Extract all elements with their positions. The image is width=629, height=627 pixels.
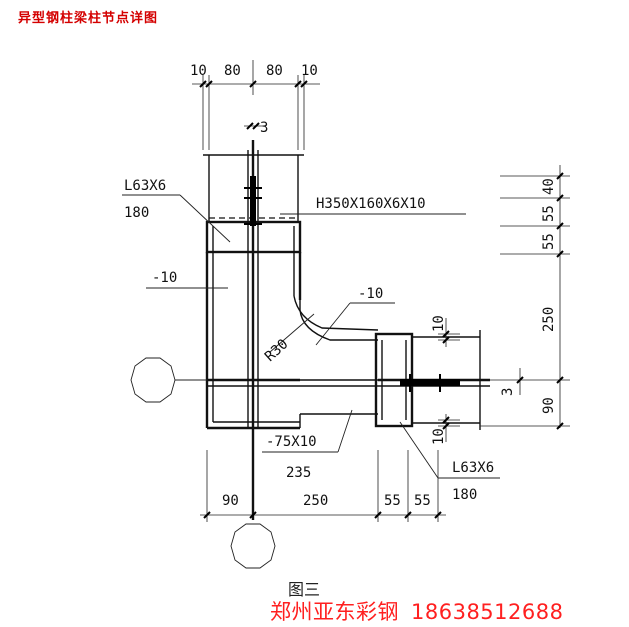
dim-bottom-55b: 55 bbox=[414, 493, 431, 509]
bolt-beam-1 bbox=[400, 374, 460, 392]
dim-top-3: 80 bbox=[266, 63, 283, 79]
flange-plate-label: -75X10 bbox=[266, 434, 317, 450]
dim-right-55a: 55 bbox=[541, 205, 557, 222]
bottom-dimension: 90 250 55 55 bbox=[200, 450, 446, 522]
top-dimension: 10 80 80 10 3 bbox=[190, 60, 320, 150]
axis-bubble-left bbox=[130, 357, 207, 403]
dim-top-1: 10 bbox=[190, 63, 207, 79]
watermark-phone: 18638512688 bbox=[411, 600, 564, 624]
drawing-title: 异型钢柱梁柱节点详图 bbox=[18, 11, 159, 26]
dim-bottom-90: 90 bbox=[222, 493, 239, 509]
dim-top-4: 10 bbox=[301, 63, 318, 79]
plate-elbow-label: -10 bbox=[358, 286, 383, 302]
angle-top-label: L63X6 bbox=[124, 178, 166, 194]
dim-right-250: 250 bbox=[541, 307, 557, 332]
dim-bottom-55a: 55 bbox=[384, 493, 401, 509]
watermark: 郑州亚东彩钢 18638512688 bbox=[270, 596, 563, 626]
bolt-column-1 bbox=[244, 176, 262, 226]
figure-caption: 图三 bbox=[288, 580, 320, 599]
annotations: L63X6 180 H350X160X6X10 -10 -10 R30 -75X… bbox=[122, 178, 500, 503]
radius-label: R30 bbox=[262, 336, 292, 365]
weld-label-right: 3 bbox=[500, 388, 516, 396]
angle-bottom-label: L63X6 bbox=[452, 460, 494, 476]
plate-left-label: -10 bbox=[152, 270, 177, 286]
right-dimension: 40 55 55 250 90 3 10 10 bbox=[431, 165, 570, 445]
angle-top-length: 180 bbox=[124, 205, 149, 221]
dim-bottom-250: 250 bbox=[303, 493, 328, 509]
flange-plate-length: 235 bbox=[286, 465, 311, 481]
dim-right-55b: 55 bbox=[541, 233, 557, 250]
elbow-plate bbox=[293, 295, 379, 415]
beam-section-label: H350X160X6X10 bbox=[316, 196, 426, 212]
angle-bottom-length: 180 bbox=[452, 487, 477, 503]
watermark-company: 郑州亚东彩钢 bbox=[270, 600, 399, 624]
dim-beam-bottom-10: 10 bbox=[431, 428, 447, 445]
dim-right-90: 90 bbox=[541, 397, 557, 414]
dim-right-40: 40 bbox=[541, 178, 557, 195]
axis-bubble-bottom bbox=[230, 523, 276, 569]
dim-beam-top-10: 10 bbox=[431, 315, 447, 332]
weld-label-top: 3 bbox=[260, 120, 268, 136]
dim-top-2: 80 bbox=[224, 63, 241, 79]
